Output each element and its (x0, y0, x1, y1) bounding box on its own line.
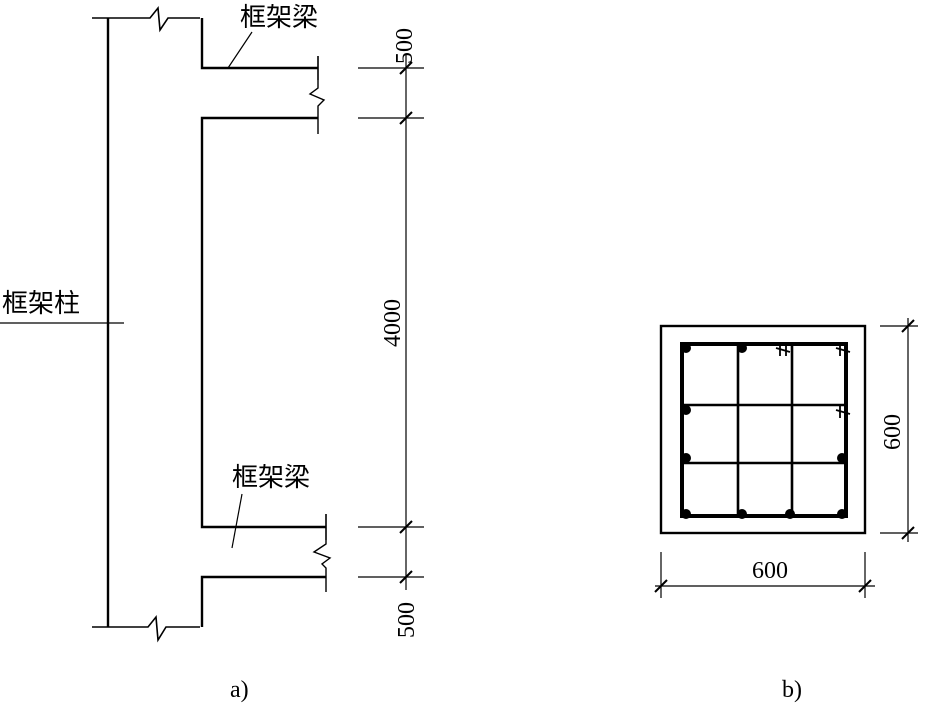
stirrup-outer (680, 342, 848, 518)
rebar (681, 453, 691, 463)
section-outline (659, 324, 867, 535)
tie-hook-2 (835, 344, 851, 356)
rebar (737, 343, 747, 353)
dim-middle-label: 4000 (380, 299, 406, 347)
tie-hook-3 (835, 406, 851, 418)
height-dim-tick-top (901, 319, 915, 333)
rebar-group (681, 343, 847, 519)
rebar (837, 509, 847, 519)
caption-a: a) (230, 677, 249, 703)
rebar (681, 405, 691, 415)
figure-a-elevation (0, 5, 424, 643)
rebar (785, 509, 795, 519)
rebar (737, 509, 747, 519)
dim-tick-3 (399, 520, 413, 534)
column-right-face-bottom (200, 575, 326, 627)
bottom-break-line (92, 614, 200, 643)
beam-label-bottom-leader (231, 493, 243, 549)
dim-tick-1 (399, 61, 413, 75)
beam-label-top: 框架梁 (240, 3, 318, 33)
width-dim-tick-right (858, 579, 872, 593)
height-dim-label: 600 (880, 414, 906, 450)
dim-top-label: 500 (392, 28, 418, 64)
column-right-face-top (200, 18, 318, 70)
dim-tick-2 (399, 111, 413, 125)
tie-hook-1 (775, 344, 791, 356)
rebar (681, 509, 691, 519)
width-dim-label: 600 (752, 558, 788, 584)
top-beam-break (308, 80, 326, 134)
top-break-line (92, 5, 200, 33)
column-label: 框架柱 (2, 289, 80, 319)
bottom-beam-break (312, 540, 332, 592)
column-right-face-middle (200, 116, 326, 529)
beam-label-top-leader (227, 31, 253, 69)
height-dim-tick-bottom (901, 526, 915, 540)
dim-tick-4 (399, 570, 413, 584)
width-dim-tick-left (654, 579, 668, 593)
caption-b: b) (782, 677, 802, 703)
figure-b-section (654, 318, 918, 598)
rebar (681, 343, 691, 353)
dim-bottom-label: 500 (394, 602, 420, 638)
rebar (837, 453, 847, 463)
beam-label-bottom: 框架梁 (232, 463, 310, 493)
